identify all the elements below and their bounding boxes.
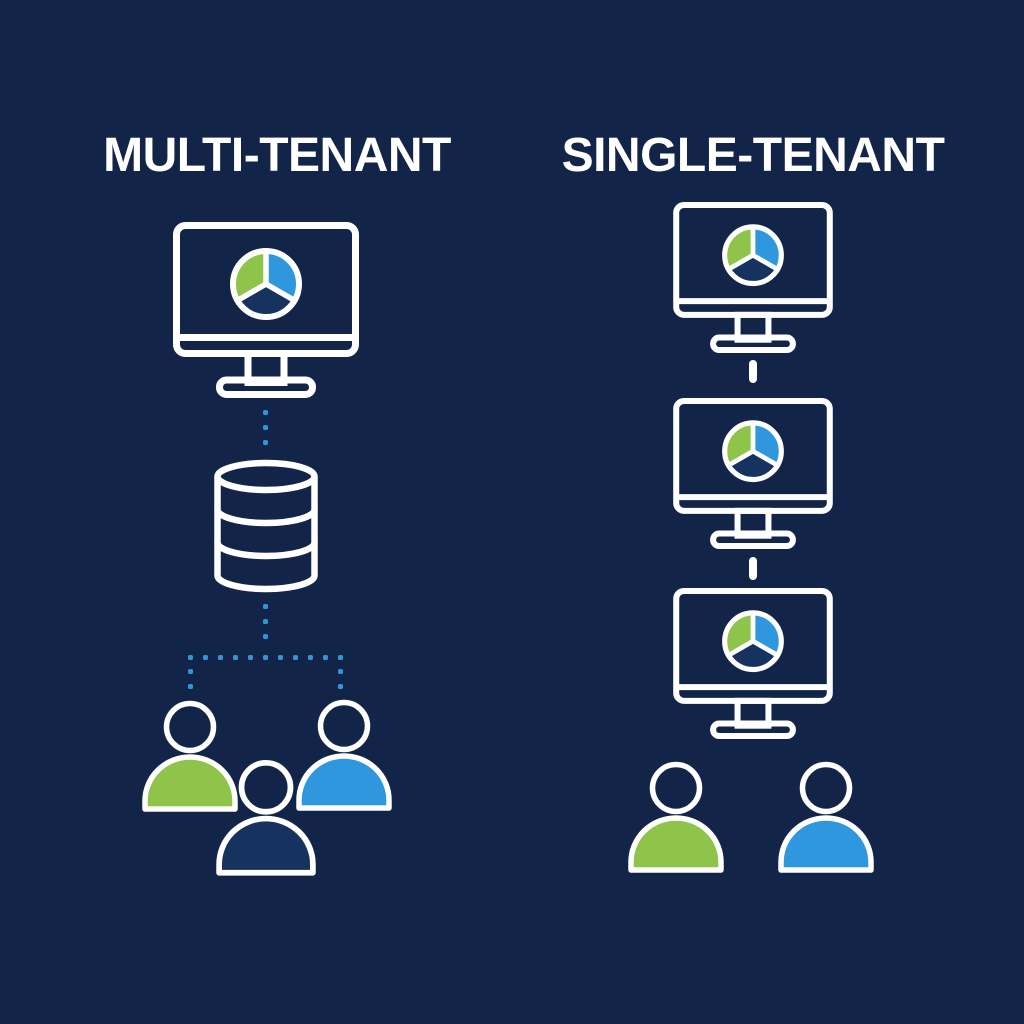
dot	[233, 655, 238, 660]
single-tenant-title: SINGLE-TENANT	[561, 129, 945, 183]
dot	[338, 684, 343, 689]
dot	[188, 669, 193, 674]
dot	[188, 684, 193, 689]
connector-dash	[749, 557, 757, 580]
tenant-user-icon-green	[628, 761, 724, 873]
monitor-pie-icon	[673, 202, 833, 353]
tenant-user-icon-blue	[778, 761, 874, 873]
dot	[263, 425, 268, 430]
monitor-pie-icon	[673, 588, 833, 739]
dot	[248, 655, 253, 660]
dot	[338, 655, 343, 660]
dot	[188, 655, 193, 660]
connector-dash	[749, 360, 757, 383]
dot	[293, 655, 298, 660]
dot	[218, 655, 223, 660]
dotted-connector-db-to-branch	[263, 604, 268, 639]
dot	[308, 655, 313, 660]
dot	[263, 619, 268, 624]
dot	[263, 440, 268, 445]
dotted-branch-horizontal	[188, 655, 343, 660]
dot	[323, 655, 328, 660]
dot	[263, 604, 268, 609]
dot	[278, 655, 283, 660]
dot	[263, 655, 268, 660]
monitor-pie-icon	[673, 398, 833, 549]
dot	[263, 634, 268, 639]
dot	[263, 410, 268, 415]
dotted-branch-left	[188, 669, 193, 689]
dot	[338, 669, 343, 674]
dot	[203, 655, 208, 660]
multi-tenant-title: MULTI-TENANT	[103, 129, 451, 183]
dotted-connector-app-to-db	[263, 410, 268, 445]
dotted-branch-right	[338, 669, 343, 689]
